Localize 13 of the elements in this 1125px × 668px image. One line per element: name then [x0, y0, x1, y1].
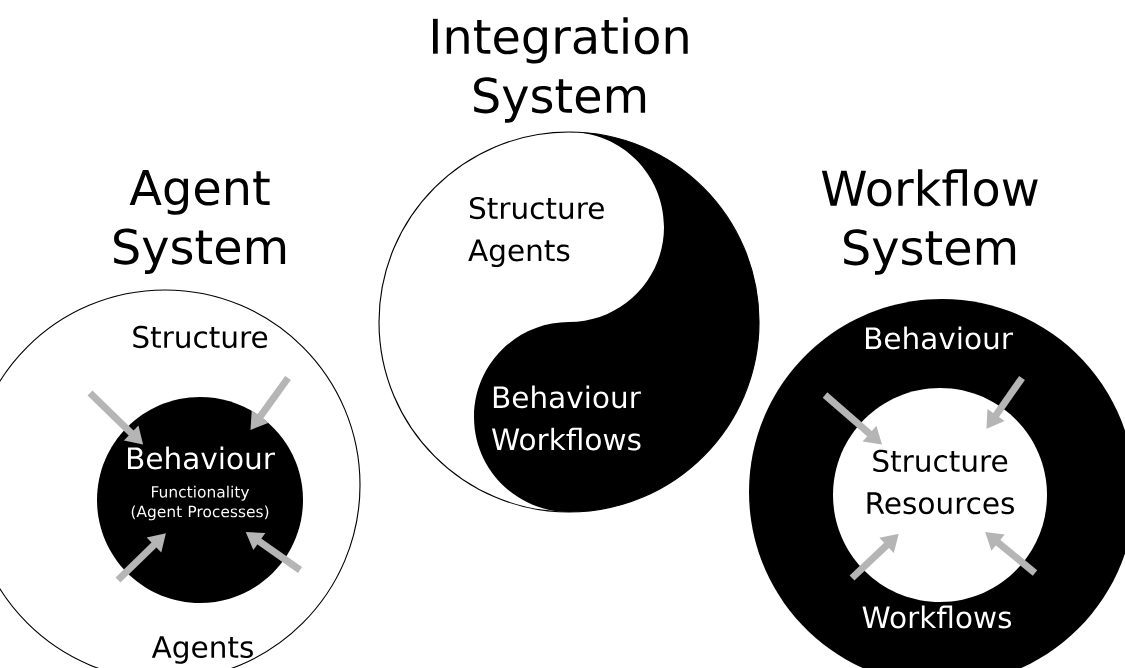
- circle-label: Workflows: [862, 605, 1012, 629]
- circle-label: Structure Resources: [867, 449, 1014, 515]
- circle-label: Functionality (Agent Processes): [131, 485, 269, 521]
- shape-label: Behaviour Workflows: [492, 385, 641, 451]
- circle-label: Structure Agents: [468, 196, 604, 268]
- circle-label: Agents: [151, 636, 253, 664]
- heading: Integration System: [433, 17, 688, 123]
- heading: Workflow System: [821, 169, 1038, 275]
- circle-label: Structure: [133, 325, 268, 349]
- circle-label: Behaviour: [128, 446, 275, 470]
- circle-label: Behaviour: [866, 326, 1013, 350]
- heading: Agent System: [114, 170, 286, 274]
- arrow: [115, 533, 166, 583]
